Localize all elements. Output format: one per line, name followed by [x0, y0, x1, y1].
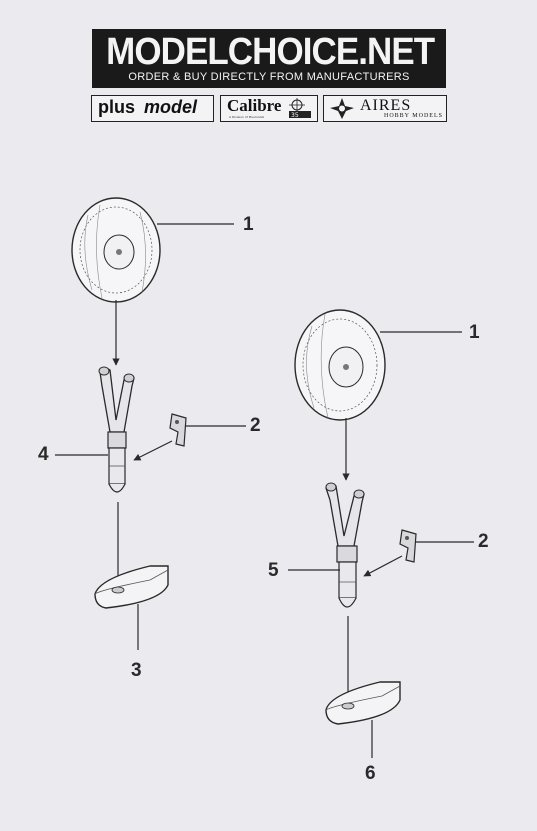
aires-logo[interactable]: AIRES HOBBY MODELS	[323, 95, 447, 122]
right-base-part	[325, 681, 401, 725]
left-strut-label: 4	[38, 444, 49, 465]
right-bracket-arrow	[363, 555, 403, 577]
right-bracket-label: 2	[478, 531, 489, 552]
right-wheel-label: 1	[469, 322, 480, 343]
banner-subtitle: ORDER & BUY DIRECTLY FROM MANUFACTURERS	[128, 71, 410, 83]
right-strut-label: 5	[268, 560, 279, 581]
banner-title: MODELCHOICE.NET	[106, 31, 435, 73]
left-assembly	[55, 197, 246, 650]
left-base-part	[94, 565, 169, 609]
left-wheel-label: 1	[243, 214, 254, 235]
aires-star-icon	[330, 98, 354, 119]
calibre-emblem-icon: 35	[289, 98, 311, 119]
calibre-logo-small: A Division of Plusmodel	[229, 115, 265, 119]
right-assembly	[288, 309, 474, 758]
aires-logo-subtext: HOBBY MODELS	[384, 113, 443, 119]
right-base-label: 6	[365, 763, 376, 784]
right-wheel-part	[294, 309, 386, 421]
calibre-scale-label: 35	[291, 112, 299, 119]
calibre-logo[interactable]: Calibre A Division of Plusmodel 35	[220, 95, 318, 122]
calibre-logo-text: Calibre	[227, 96, 282, 115]
left-wheel-part	[71, 197, 161, 303]
left-bracket-part	[169, 413, 187, 447]
left-base-label: 3	[131, 660, 142, 681]
left-strut-part	[98, 366, 135, 493]
right-strut-part	[325, 482, 365, 608]
left-bracket-label: 2	[250, 415, 261, 436]
plusmodel-logo[interactable]: plus model	[91, 95, 214, 122]
modelchoice-banner[interactable]: MODELCHOICE.NET ORDER & BUY DIRECTLY FRO…	[92, 29, 446, 88]
aires-logo-text: AIRES	[360, 97, 412, 114]
left-bracket-arrow	[133, 440, 173, 461]
right-bracket-part	[399, 529, 417, 563]
plusmodel-logo-plus: plus	[98, 97, 136, 117]
plusmodel-logo-model: model	[144, 97, 198, 117]
